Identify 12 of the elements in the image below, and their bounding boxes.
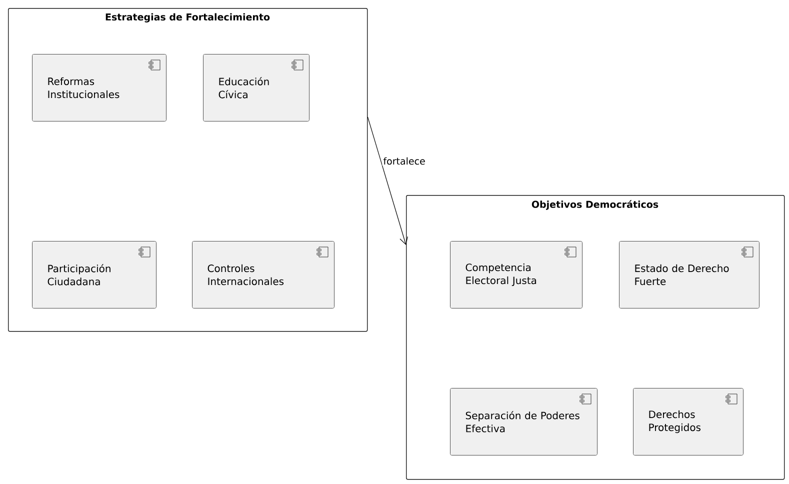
edge-label: fortalece [382, 156, 426, 166]
component-box: Separación de Poderes Efectiva [450, 388, 598, 456]
arrow [367, 116, 408, 245]
package-title: Objetivos Democráticos [532, 200, 658, 210]
component-box: Estado de Derecho Fuerte [619, 241, 760, 308]
package-title: Estrategias de Fortalecimiento [106, 13, 270, 22]
component-box: Derechos Protegidos [633, 388, 744, 456]
component-box: Reformas Institucionales [32, 54, 166, 122]
component-box: Competencia Electoral Justa [450, 241, 582, 308]
component-box: Educación Cívica [203, 54, 310, 122]
component-box: Controles Internacionales [192, 241, 334, 308]
component-box: Participación Ciudadana [32, 241, 156, 308]
